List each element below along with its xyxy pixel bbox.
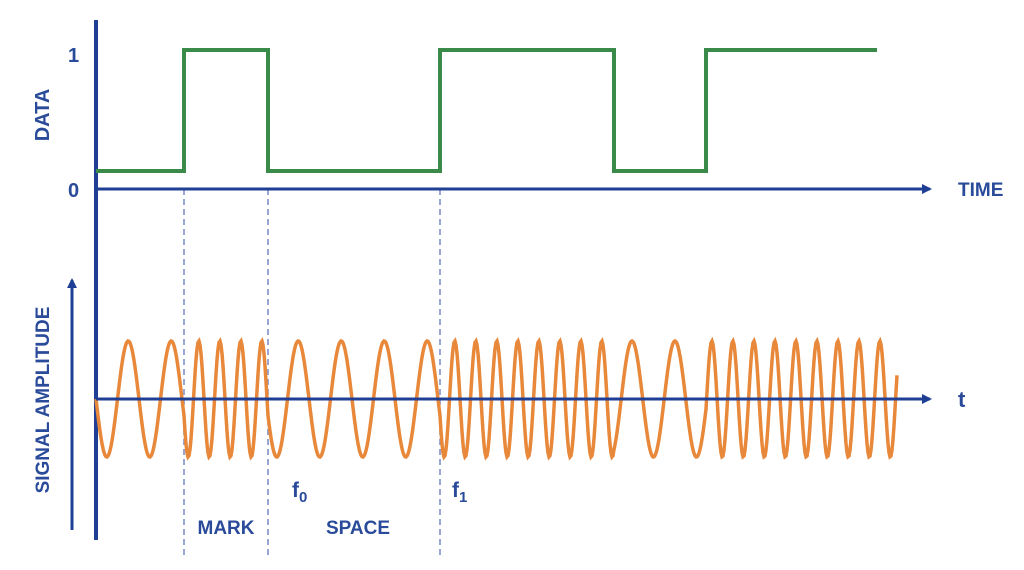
- f1-label: f1: [452, 479, 467, 506]
- fsk-signal-waveform: [94, 336, 899, 461]
- data-axis-label: DATA: [32, 89, 54, 142]
- time-axis-label: TIME: [958, 180, 1003, 201]
- space-label: SPACE: [326, 518, 390, 539]
- signal-amplitude-label: SIGNAL AMPLITUDE: [33, 307, 54, 494]
- t-axis-label: t: [958, 387, 966, 412]
- tick-label-1: 1: [68, 45, 79, 67]
- data-waveform: [96, 48, 877, 173]
- bit-boundary-lines: [183, 189, 441, 558]
- mark-label: MARK: [198, 518, 255, 539]
- f0-label: f0: [292, 479, 307, 506]
- tick-label-0: 0: [68, 180, 79, 202]
